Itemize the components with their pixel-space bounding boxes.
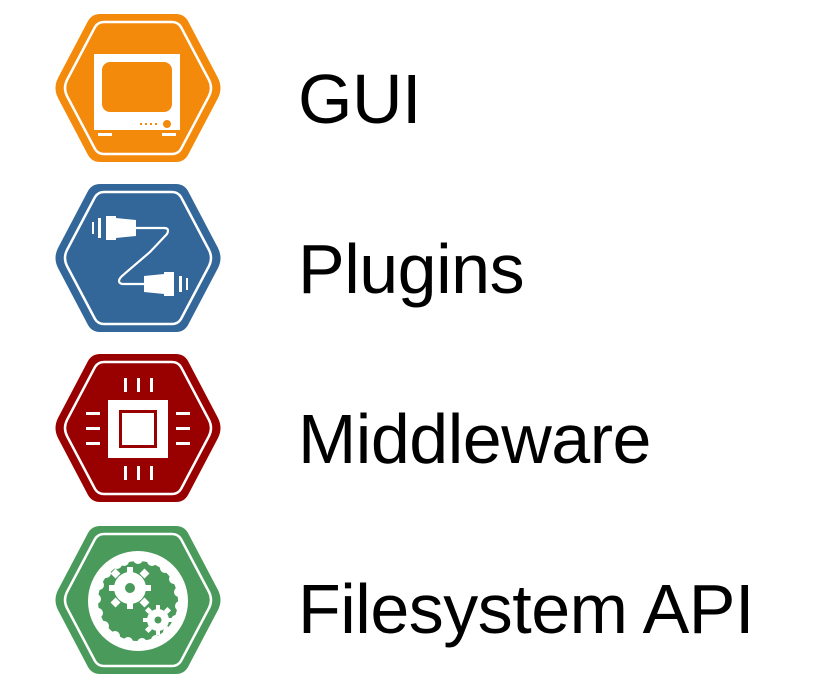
cable-plug-icon	[52, 180, 224, 336]
monitor-icon	[52, 10, 224, 166]
layer-gui: GUI	[0, 6, 813, 176]
layer-plugins: Plugins	[0, 176, 813, 346]
layer-filesystem-api: Filesystem API	[0, 518, 813, 688]
layer-label: GUI	[298, 60, 421, 138]
layer-label: Plugins	[298, 230, 525, 308]
layer-label: Filesystem API	[298, 570, 754, 648]
chip-icon	[52, 350, 224, 506]
gears-icon	[52, 522, 224, 678]
layer-label: Middleware	[298, 400, 651, 478]
layer-middleware: Middleware	[0, 346, 813, 516]
